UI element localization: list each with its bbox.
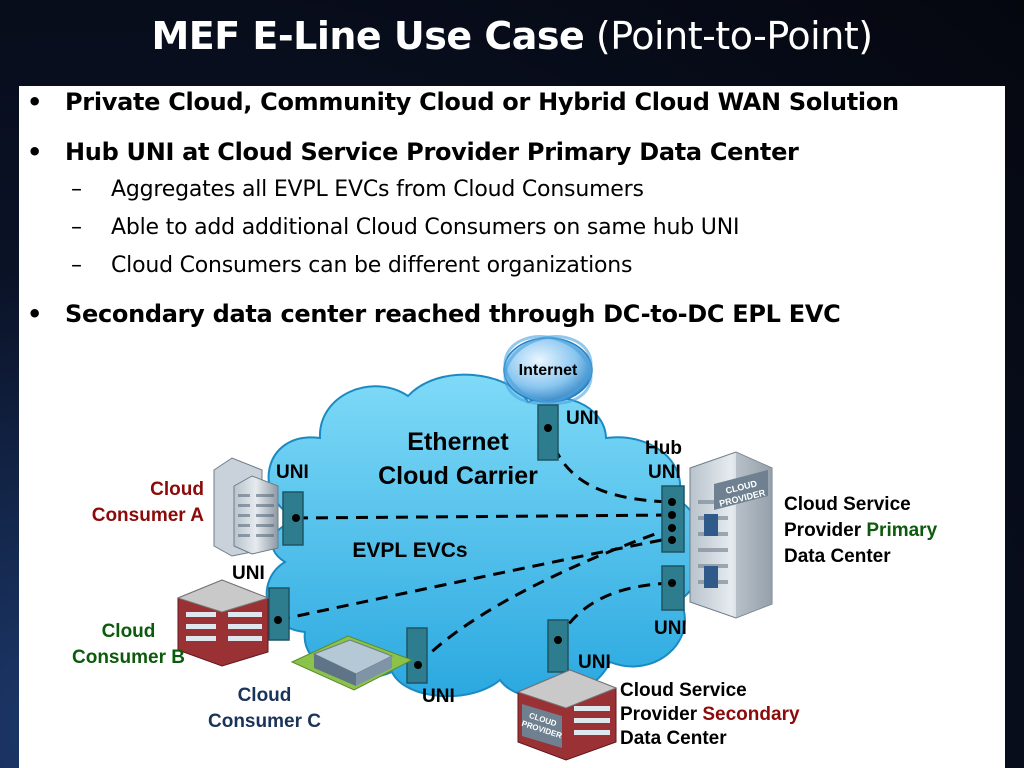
- consumer-b-label-line2: Consumer B: [72, 647, 185, 668]
- secondary-dc-label: Cloud Service Provider Secondary Data Ce…: [620, 679, 800, 751]
- title-main: MEF E-Line Use Case: [151, 14, 585, 58]
- evc-line-internet: [546, 427, 673, 504]
- consumer-b-building-icon: [176, 579, 270, 667]
- primary-datacenter-building-icon: [689, 451, 773, 619]
- secondary-dc-label-line1: Cloud Service: [620, 680, 747, 701]
- evc-line-consumer-c: [416, 526, 673, 667]
- secondary-dc-provider-text: Provider: [620, 704, 703, 725]
- uni-label-consumer-a: UNI: [276, 462, 309, 483]
- sub-bullet-text: Cloud Consumers can be different organiz…: [111, 253, 633, 278]
- primary-dc-label-line1: Cloud Service: [784, 494, 911, 515]
- primary-dc-provider-text: Provider: [784, 520, 867, 541]
- bullet-text: Private Cloud, Community Cloud or Hybrid…: [65, 88, 899, 116]
- uni-label-consumer-b: UNI: [232, 563, 265, 584]
- consumer-c-label: Cloud Consumer C: [208, 683, 321, 735]
- hub-label: Hub: [645, 438, 682, 459]
- bullet-item: •Hub UNI at Cloud Service Provider Prima…: [27, 138, 799, 166]
- carrier-label-line2: Cloud Carrier: [378, 462, 538, 490]
- evc-lines: [277, 427, 673, 667]
- sub-bullet-item: –Cloud Consumers can be different organi…: [71, 253, 633, 278]
- consumer-a-label-line1: Cloud: [150, 479, 204, 500]
- consumer-c-label-line2: Consumer C: [208, 711, 321, 732]
- carrier-cloud: [265, 373, 705, 700]
- secondary-dc-highlight: Secondary: [702, 704, 800, 725]
- carrier-label-line1: Ethernet: [407, 428, 509, 456]
- secondary-dc-label-line3: Data Center: [620, 728, 727, 749]
- uni-port-primary-epl: [661, 565, 685, 611]
- secondary-datacenter-building-icon: [516, 669, 618, 761]
- uni-label-internet: UNI: [566, 408, 599, 429]
- bullet-text: Hub UNI at Cloud Service Provider Primar…: [65, 138, 799, 166]
- secondary-dc-label-line2: Provider Secondary: [620, 703, 800, 727]
- uni-port-secondary: [547, 619, 569, 673]
- bullet-item: •Private Cloud, Community Cloud or Hybri…: [27, 88, 899, 116]
- uni-label-hub: UNI: [648, 462, 681, 483]
- consumer-c-building-icon: [290, 635, 414, 691]
- consumer-a-label: Cloud Consumer A: [92, 477, 204, 529]
- sub-bullet-text: Able to add additional Cloud Consumers o…: [111, 215, 740, 240]
- internet-label: Internet: [519, 362, 578, 379]
- bullet-item: •Secondary data center reached through D…: [27, 300, 841, 328]
- uni-label-consumer-c: UNI: [422, 686, 455, 707]
- consumer-a-label-line2: Consumer A: [91, 505, 204, 526]
- primary-dc-highlight: Primary: [866, 520, 938, 541]
- internet-globe-icon: [503, 335, 593, 405]
- sub-bullet-text: Aggregates all EVPL EVCs from Cloud Cons…: [111, 177, 644, 202]
- uni-port-hub: [661, 485, 685, 553]
- sub-bullet-item: –Able to add additional Cloud Consumers …: [71, 215, 740, 240]
- consumer-a-building-icon: [213, 457, 279, 557]
- uni-port-internet: [537, 404, 559, 461]
- consumer-b-label-line1: Cloud: [101, 621, 156, 642]
- primary-dc-label: Cloud Service Provider Primary Data Cent…: [784, 492, 937, 570]
- primary-dc-label-line2: Provider Primary: [784, 518, 937, 544]
- uni-label-primary-epl: UNI: [654, 618, 687, 639]
- uni-ports: [268, 404, 685, 684]
- epl-line-secondary: [556, 581, 673, 641]
- sub-bullet-item: –Aggregates all EVPL EVCs from Cloud Con…: [71, 177, 644, 202]
- slide-title: MEF E-Line Use Case (Point-to-Point): [0, 14, 1024, 58]
- bullet-text: Secondary data center reached through DC…: [65, 300, 841, 328]
- evpl-evcs-label: EVPL EVCs: [352, 539, 467, 562]
- consumer-c-label-line1: Cloud: [237, 685, 292, 706]
- uni-port-consumer-c: [406, 627, 428, 684]
- consumer-b-label: Cloud Consumer B: [72, 619, 185, 671]
- uni-label-secondary: UNI: [578, 652, 611, 673]
- title-sub: (Point-to-Point): [595, 14, 873, 58]
- primary-dc-label-line3: Data Center: [784, 546, 891, 567]
- uni-port-consumer-b: [268, 587, 290, 641]
- evc-line-consumer-a: [295, 513, 673, 520]
